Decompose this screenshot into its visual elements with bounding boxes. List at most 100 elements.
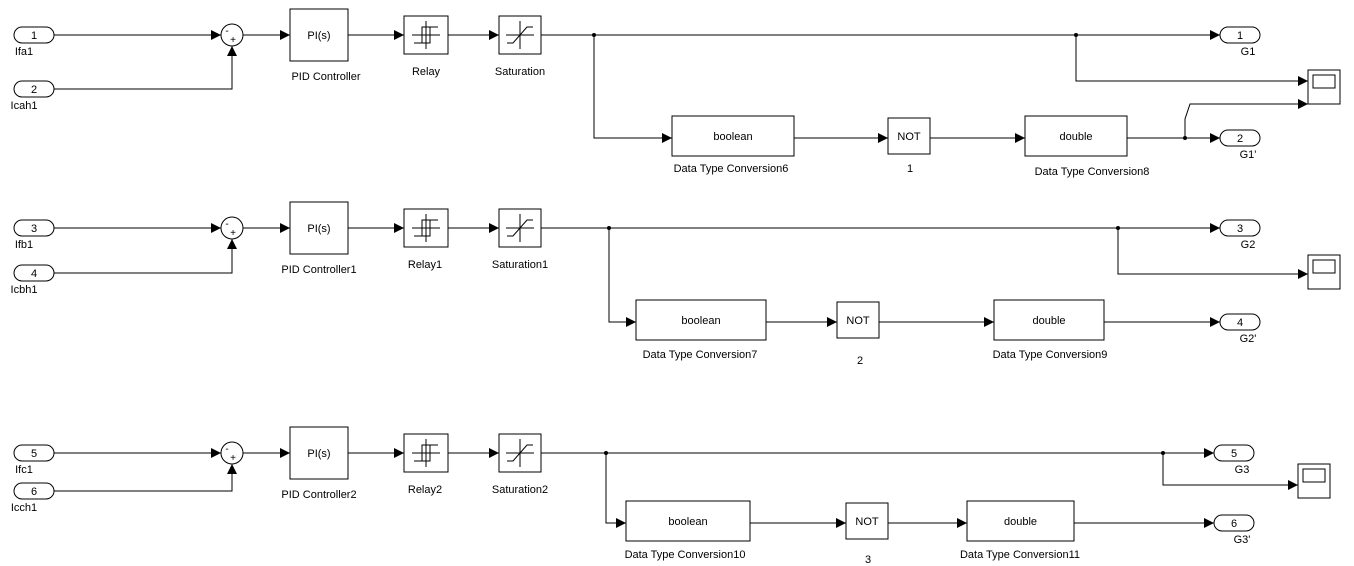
pid-controller[interactable]: PI(s) PID Controller xyxy=(289,8,361,83)
dtc-boolean-label: Data Type Conversion6 xyxy=(674,163,789,175)
dtc-double-text: double xyxy=(1004,516,1037,528)
outport-3-label: G2 xyxy=(1241,239,1256,251)
pid-controller[interactable]: PI(s) PID Controller2 xyxy=(281,426,357,501)
relay-block[interactable]: Relay xyxy=(403,15,449,78)
sum-sign-minus: - xyxy=(225,219,228,230)
scope-1[interactable] xyxy=(1307,69,1341,105)
inport-6-label: Icch1 xyxy=(11,502,37,514)
relay-label: Relay xyxy=(412,66,441,78)
sum-sign-plus: + xyxy=(230,228,236,239)
dtc-boolean-text: boolean xyxy=(713,131,752,143)
outport-1-shape xyxy=(1219,26,1261,44)
saturation-icon xyxy=(506,21,534,49)
sum-sign-minus: - xyxy=(225,444,228,455)
not-box xyxy=(836,301,880,339)
sum-sign-minus: - xyxy=(225,26,228,37)
dtc-boolean-label: Data Type Conversion7 xyxy=(643,349,758,361)
scope-screen xyxy=(1312,259,1336,274)
dtc-boolean-box xyxy=(671,115,795,157)
sum-block[interactable]: -+ xyxy=(220,441,244,465)
dtc-double-box xyxy=(966,500,1075,542)
outport-2-number: 2 xyxy=(1237,133,1243,145)
signal-line xyxy=(593,35,672,143)
inport-5-number: 5 xyxy=(31,448,37,460)
outport-3-number: 3 xyxy=(1237,223,1243,235)
pid-label: PID Controller xyxy=(291,71,360,83)
relay-hysteresis-icon xyxy=(412,439,440,467)
outport-5-number: 5 xyxy=(1231,448,1237,460)
outport-2-shape xyxy=(1219,129,1261,147)
outport-6[interactable]: 6G3' xyxy=(1213,514,1255,546)
inport-2-number: 2 xyxy=(31,84,37,96)
signal-line xyxy=(54,464,237,492)
inport-1-label: Ifa1 xyxy=(15,46,33,58)
saturation-icon xyxy=(506,439,534,467)
pid-controller[interactable]: PI(s)PID Controller1 xyxy=(281,201,357,276)
dtc-boolean-box xyxy=(635,299,767,341)
dtc-boolean-box xyxy=(625,500,751,542)
outport-6-shape xyxy=(1213,514,1255,532)
inport-1-number: 1 xyxy=(31,30,37,42)
inport-5-label: Ifc1 xyxy=(15,464,33,476)
not-text: NOT xyxy=(897,131,921,143)
relay-block[interactable]: Relay1 xyxy=(403,208,449,271)
not-label: 3 xyxy=(865,554,871,566)
dtc-boolean-label: Data Type Conversion10 xyxy=(625,549,746,561)
pid-label: PID Controller2 xyxy=(281,489,356,501)
pid-transfer-fn: PI(s) xyxy=(307,448,330,460)
inport-2-label: Icah1 xyxy=(11,100,38,112)
sum-sign-plus: + xyxy=(230,453,236,464)
sum-block[interactable]: -+ xyxy=(220,216,244,240)
not-box xyxy=(845,502,889,540)
dtc-double-box xyxy=(993,299,1105,341)
saturation-block[interactable]: Saturation2 xyxy=(492,433,548,496)
outport-3[interactable]: 3G2 xyxy=(1219,219,1261,251)
outport-1[interactable]: 1G1 xyxy=(1219,26,1261,58)
scope-2[interactable] xyxy=(1307,254,1341,290)
relay-label: Relay2 xyxy=(408,484,442,496)
saturation-block[interactable]: Saturation1 xyxy=(492,208,548,271)
scope-3[interactable] xyxy=(1297,463,1331,499)
outport-5[interactable]: 5G3 xyxy=(1213,444,1255,476)
sum-block[interactable]: -+ xyxy=(220,23,244,47)
dtc-boolean-text: boolean xyxy=(668,516,707,528)
signal-line xyxy=(1162,453,1298,490)
saturation-label: Saturation xyxy=(495,66,545,78)
outport-2[interactable]: 2G1' xyxy=(1219,129,1261,161)
inport-6-number: 6 xyxy=(31,486,37,498)
outport-2-label: G1' xyxy=(1240,149,1257,161)
dtc-double-text: double xyxy=(1032,315,1065,327)
signal-line xyxy=(608,228,636,327)
saturation-block[interactable]: Saturation xyxy=(495,15,545,78)
outport-4[interactable]: 4G2' xyxy=(1219,313,1261,345)
pid-transfer-fn: PI(s) xyxy=(307,30,330,42)
signal-line xyxy=(54,239,237,274)
relay-block[interactable]: Relay2 xyxy=(403,433,449,496)
inport-4-label: Icbh1 xyxy=(11,284,38,296)
outport-1-label: G1 xyxy=(1241,46,1256,58)
outport-5-label: G3 xyxy=(1235,464,1250,476)
sum-sign-plus: + xyxy=(230,35,236,46)
inport-3-number: 3 xyxy=(31,223,37,235)
not-label: 2 xyxy=(857,355,863,367)
outport-6-label: G3' xyxy=(1234,534,1251,546)
outport-4-shape xyxy=(1219,313,1261,331)
